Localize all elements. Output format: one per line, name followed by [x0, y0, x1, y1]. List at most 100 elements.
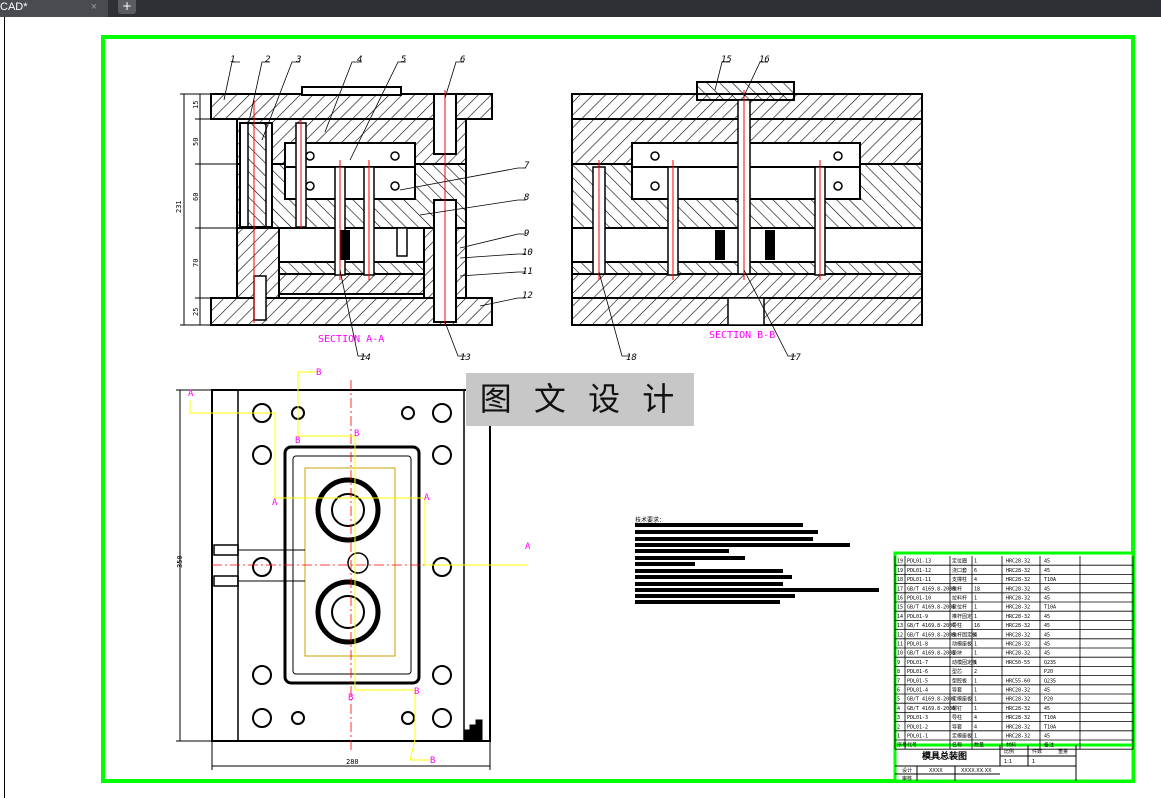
bom-cell: 5: [897, 697, 900, 703]
bom-cell: PDL01-8: [907, 642, 928, 648]
bom-cell: 1: [974, 614, 977, 620]
marker-b-4: B: [348, 693, 353, 703]
part-label-12: 12: [522, 291, 533, 301]
document-tab-label: CAD*: [0, 1, 28, 13]
dim-50: 50: [192, 138, 200, 146]
close-icon[interactable]: ×: [90, 1, 98, 13]
bom-cell: PDL01-2: [907, 724, 928, 730]
bom-cell: PDL01-1: [907, 734, 928, 740]
bom-cell: 导套: [952, 723, 962, 730]
section-cut-lines: [189, 371, 528, 761]
marker-b-5: B: [414, 687, 419, 697]
dimension-chain: [180, 93, 236, 326]
bom-cell: 1: [974, 559, 977, 565]
marker-b-2: B: [295, 436, 300, 446]
bom-cell: 18: [974, 586, 980, 592]
bom-cell: HRC28-32: [1006, 632, 1030, 638]
bom-cell: 7: [897, 678, 900, 684]
bom-cell: HRC28-32: [1006, 697, 1030, 703]
bom-cell: PDL01-7: [907, 660, 928, 666]
bom-cell: 45: [1044, 642, 1050, 648]
qty-label: 件数: [1032, 748, 1042, 755]
bom-cell: 11: [897, 642, 903, 648]
bom-cell: 1: [974, 706, 977, 712]
bom-cell: HRC28-32: [1006, 596, 1030, 602]
designer-label: 设计: [902, 767, 912, 774]
bom-cell: 10: [897, 651, 903, 657]
bom-cell: 动模固定板: [952, 659, 977, 666]
bom-cell: 8: [897, 669, 900, 675]
marker-a-2: A: [272, 498, 278, 508]
bom-cell: 1: [974, 678, 977, 684]
bom-cell: 支撑柱: [952, 576, 967, 583]
bom-cell: HRC28-32: [1006, 577, 1030, 583]
bom-cell: 14: [897, 614, 903, 620]
bom-cell: 4: [974, 632, 977, 638]
bom-cell: 定模座板: [952, 733, 972, 740]
bom-cell: 45: [1044, 706, 1050, 712]
part-label-8: 8: [524, 193, 529, 203]
bom-cell: P20: [1044, 697, 1053, 703]
bom-cell: PDL01-4: [907, 688, 928, 694]
drawing-frame: [101, 35, 1135, 783]
bom-cell: 推杆固定板: [952, 631, 977, 638]
part-label-2: 2: [265, 55, 270, 65]
bom-cell: HRC28-32: [1006, 715, 1030, 721]
bom-cell: PDL01-11: [907, 577, 931, 583]
bom-cell: 定模座板: [952, 696, 972, 703]
new-tab-button[interactable]: +: [118, 0, 136, 14]
bom-cell: 19: [897, 568, 903, 574]
dim-60: 60: [192, 193, 200, 201]
bom-cell: HRC28-32: [1006, 586, 1030, 592]
part-label-13: 13: [460, 353, 471, 363]
bom-cell: 19: [897, 559, 903, 565]
bom-cell: 6: [974, 568, 977, 574]
part-label-7: 7: [524, 161, 530, 171]
bom-cell: 2: [897, 724, 900, 730]
bom-header-cell: 数量: [974, 742, 984, 749]
section-a-label: SECTION A-A: [318, 334, 384, 345]
checker-label: 审核: [902, 775, 912, 782]
bom-cell: 45: [1044, 586, 1050, 592]
bom-cell: 13: [897, 623, 903, 629]
dim-25: 25: [192, 308, 200, 316]
bom-cell: T10A: [1044, 577, 1056, 583]
tech-requirements-text: [635, 523, 879, 604]
bom-cell: 12: [897, 632, 903, 638]
bom-cell: 45: [1044, 596, 1050, 602]
bom-cell: 螺钉: [952, 705, 962, 712]
bom-cell: HRC28-32: [1006, 623, 1030, 629]
bom-cell: 推杆: [952, 585, 962, 592]
bom-header-cell: 代号: [907, 742, 917, 749]
bom-cell: PDL01-10: [907, 596, 931, 602]
bom-cell: 3: [897, 715, 900, 721]
bom-cell: 2: [974, 669, 977, 675]
bom-cell: 15: [897, 605, 903, 611]
bom-cell: PDL01-6: [907, 669, 928, 675]
document-tab[interactable]: CAD* ×: [0, 0, 108, 17]
bom-cell: 45: [1044, 614, 1050, 620]
part-label-4: 4: [357, 55, 362, 65]
bom-cell: 4: [974, 724, 977, 730]
plan-dimensions: [176, 389, 491, 770]
dim-70: 70: [192, 259, 200, 267]
tech-requirements-title: 技术要求：: [635, 516, 665, 524]
bom-cell: PDL01-3: [907, 715, 928, 721]
bom-cell: 垫块: [952, 650, 962, 657]
bom-cell: 导柱: [952, 714, 962, 721]
bom-header-cell: 备注: [1044, 742, 1054, 749]
weight-label: 重量: [1058, 748, 1068, 755]
bom-header-cell: 名称: [952, 742, 962, 749]
bom-cell: 4: [974, 715, 977, 721]
dim-total-height: 231: [175, 200, 183, 213]
part-label-14: 14: [360, 353, 371, 363]
scale-value: 1:1: [1004, 759, 1012, 765]
bom-cell: 45: [1044, 559, 1050, 565]
qty-value: 1: [1032, 759, 1035, 765]
drawing-canvas[interactable]: 15 50 60 70 25 231 1 2 3 4 5 6 7 8 9 10 …: [0, 17, 1161, 798]
bom-cell: 4: [897, 706, 900, 712]
bom-cell: Q235: [1044, 660, 1056, 666]
bom-cell: HRC28-32: [1006, 724, 1030, 730]
bom-cell: 1: [974, 697, 977, 703]
